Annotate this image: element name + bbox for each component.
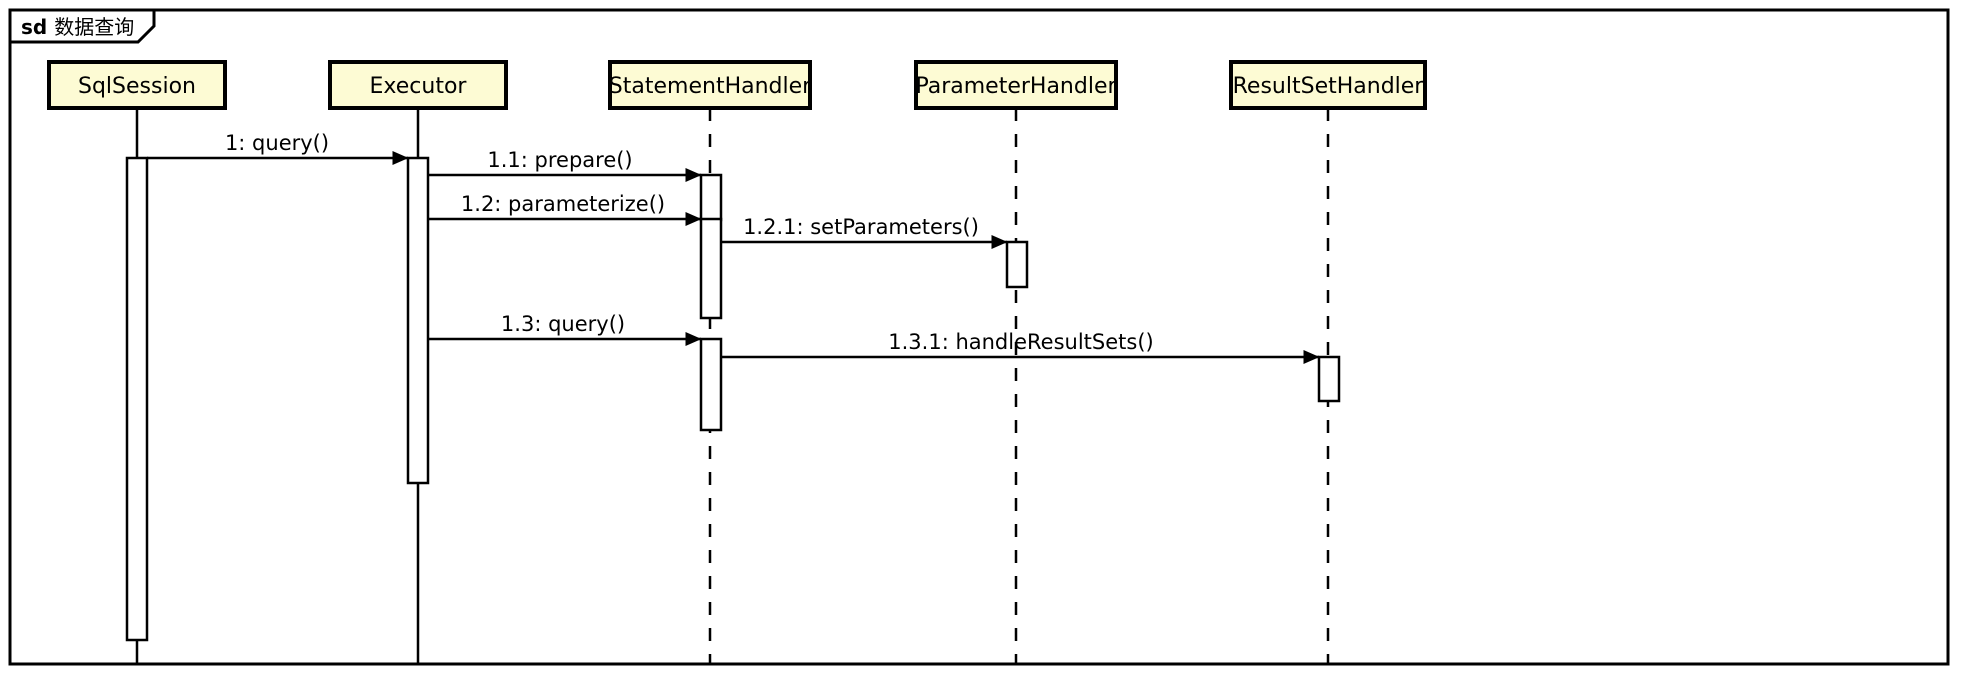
lifeline-box-resultsethandler[interactable] [1229, 60, 1427, 110]
message-label-m1_3: 1.3: query() [501, 312, 625, 336]
message-label-m1_2: 1.2: parameterize() [461, 192, 665, 216]
frame-keyword: sd [21, 15, 47, 39]
frame-label-text: sd 数据查询 [21, 15, 134, 39]
act-stmt-query [699, 337, 723, 432]
lifeline-label-executor: Executor [370, 74, 468, 99]
lifeline-headers: SqlSession Executor StatementHandler Parame… [47, 60, 1427, 110]
message-label-m1_3_1: 1.3.1: handleResultSets() [888, 330, 1153, 354]
act-parameterhandler [1005, 240, 1029, 289]
lifeline-label-statementhandler: StatementHandler [609, 74, 812, 99]
lifeline-box-statementhandler[interactable] [608, 60, 812, 110]
lifeline-label-sqlsession: SqlSession [78, 74, 196, 99]
lifeline-box-parameterhandler[interactable] [914, 60, 1118, 110]
lifeline-label-parameterhandler: ParameterHandler [915, 74, 1117, 99]
act-resultsethandler [1317, 355, 1341, 403]
message-label-m1_2_1: 1.2.1: setParameters() [743, 215, 979, 239]
frame-label: sd 数据查询 [21, 15, 134, 39]
message-label-m1: 1: query() [225, 131, 329, 155]
lifeline-box-sqlsession[interactable] [47, 60, 227, 110]
interaction-frame [8, 8, 1950, 666]
frame-name: 数据查询 [54, 15, 134, 39]
act-sqlsession [125, 156, 149, 642]
frame-tab [8, 8, 156, 44]
messages: 1: query() 1.1: prepare() 1.2: parameteriz… [147, 131, 1320, 364]
frame-border [8, 8, 1950, 666]
activation-bars [125, 156, 1341, 642]
lifeline-box-executor[interactable] [328, 60, 508, 110]
message-label-m1_1: 1.1: prepare() [487, 148, 632, 172]
lifeline-label-resultsethandler: ResultSetHandler [1233, 74, 1425, 99]
act-executor [406, 156, 430, 485]
act-stmt-prepare [699, 173, 723, 222]
act-stmt-parameterize [699, 217, 723, 320]
